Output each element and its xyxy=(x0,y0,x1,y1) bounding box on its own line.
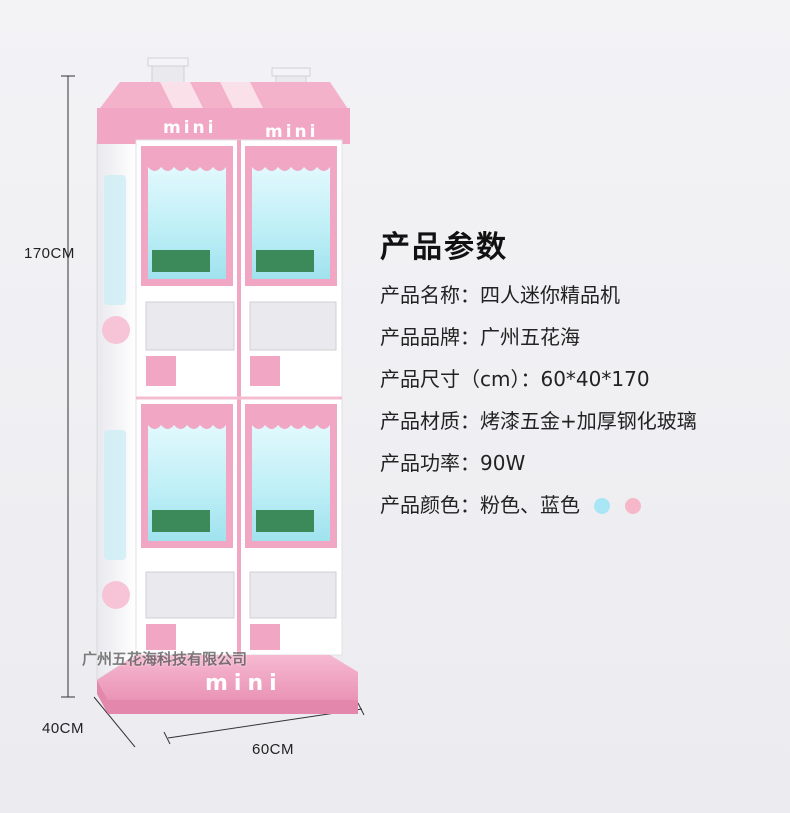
spec-value: 90W xyxy=(480,451,526,475)
color-swatch-blue xyxy=(594,498,611,514)
spec-label: 产品材质： xyxy=(380,409,480,433)
sign-right-text: mini xyxy=(265,122,318,142)
height-label: 170CM xyxy=(24,245,75,262)
spec-label: 产品功率： xyxy=(380,451,480,475)
spec-label: 产品颜色： xyxy=(380,493,480,517)
cabinet-bottom-right xyxy=(245,404,337,650)
spec-title: 产品参数 xyxy=(380,230,508,265)
spec-row-brand: 产品品牌：广州五花海 xyxy=(380,322,697,364)
spec-row-size: 产品尺寸（cm）：60*40*170 xyxy=(380,364,697,406)
spec-row-color: 产品颜色：粉色、蓝色 xyxy=(380,490,697,532)
color-swatch-pink xyxy=(624,498,641,514)
company-watermark: 广州五花海科技有限公司 xyxy=(82,650,248,668)
cabinet-bottom-left xyxy=(141,404,235,650)
spec-list: 产品名称：四人迷你精品机 产品品牌：广州五花海 产品尺寸（cm）：60*40*1… xyxy=(380,280,697,532)
width-label: 60CM xyxy=(252,741,295,758)
cabinet-top-left xyxy=(141,146,235,386)
spec-value: 烤漆五金+加厚钢化玻璃 xyxy=(480,409,697,433)
spec-value: 广州五花海 xyxy=(480,325,580,349)
depth-label: 40CM xyxy=(42,720,85,737)
spec-value: 60*40*170 xyxy=(540,367,650,391)
spec-row-name: 产品名称：四人迷你精品机 xyxy=(380,280,697,322)
spec-label: 产品尺寸（cm）： xyxy=(380,367,541,391)
spec-label: 产品品牌： xyxy=(380,325,480,349)
spec-row-power: 产品功率：90W xyxy=(380,448,697,490)
spec-label: 产品名称： xyxy=(380,283,480,307)
spec-row-material: 产品材质：烤漆五金+加厚钢化玻璃 xyxy=(380,406,697,448)
cabinet-top-right xyxy=(245,146,337,386)
spec-value: 四人迷你精品机 xyxy=(480,283,620,307)
base-logo-text: mini xyxy=(205,671,283,696)
spec-value: 粉色、蓝色 xyxy=(480,493,580,517)
sign-left-text: mini xyxy=(163,118,216,138)
